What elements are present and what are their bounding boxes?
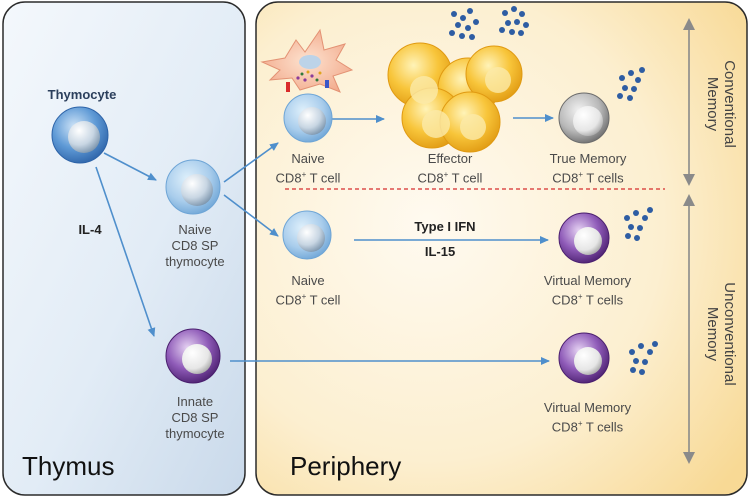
dendritic-cell [260, 28, 354, 93]
effector-cell-cluster [387, 42, 523, 153]
thymocyte-cell [51, 106, 109, 164]
periphery-title: Periphery [290, 451, 402, 481]
naive-cd8-mid-cell [282, 210, 332, 260]
cytokine-cluster-1 [449, 8, 479, 40]
virtual-memory-mid-label: Virtual Memory CD8+ T cells [543, 273, 632, 308]
type1-ifn-label: Type I IFN [414, 219, 476, 234]
arrow-naive-sp-to-naive-top [223, 142, 279, 183]
true-memory-label: True Memory CD8+ T cells [549, 151, 627, 186]
arrows [95, 114, 554, 365]
cytokine-dots [449, 6, 658, 375]
cytokine-cluster-3 [617, 67, 645, 101]
naive-mid-label: Naive CD8+ T cell [275, 273, 341, 308]
thymus-title: Thymus [22, 451, 115, 481]
arrow-thymocyte-to-naive-sp [103, 152, 157, 181]
virtual-memory-bottom-label: Virtual Memory CD8+ T cells [543, 400, 632, 435]
il15-label: IL-15 [424, 244, 456, 259]
cytokine-cluster-2 [499, 6, 529, 36]
il4-label: IL-4 [78, 222, 102, 237]
naive-top-label: Naive CD8+ T cell [275, 151, 341, 186]
thymocyte-label: Thymocyte [47, 87, 117, 102]
virtual-memory-mid-cell [558, 212, 610, 264]
periphery-panel [255, 1, 748, 496]
side-arrows [683, 18, 695, 464]
naive-cd8-top-cell [283, 93, 333, 143]
arrow-naive-sp-to-naive-mid [223, 194, 279, 237]
cytokine-cluster-4 [624, 207, 653, 241]
arrow-thymocyte-to-innate-sp [95, 166, 156, 337]
naive-sp-thymocyte-cell [165, 159, 221, 215]
effector-label: Effector CD8+ T cell [417, 151, 483, 186]
virtual-memory-bottom-cell [558, 332, 610, 384]
cytokine-cluster-5 [629, 341, 658, 375]
true-memory-cell [558, 92, 610, 144]
innate-sp-thymocyte-cell [165, 328, 221, 384]
